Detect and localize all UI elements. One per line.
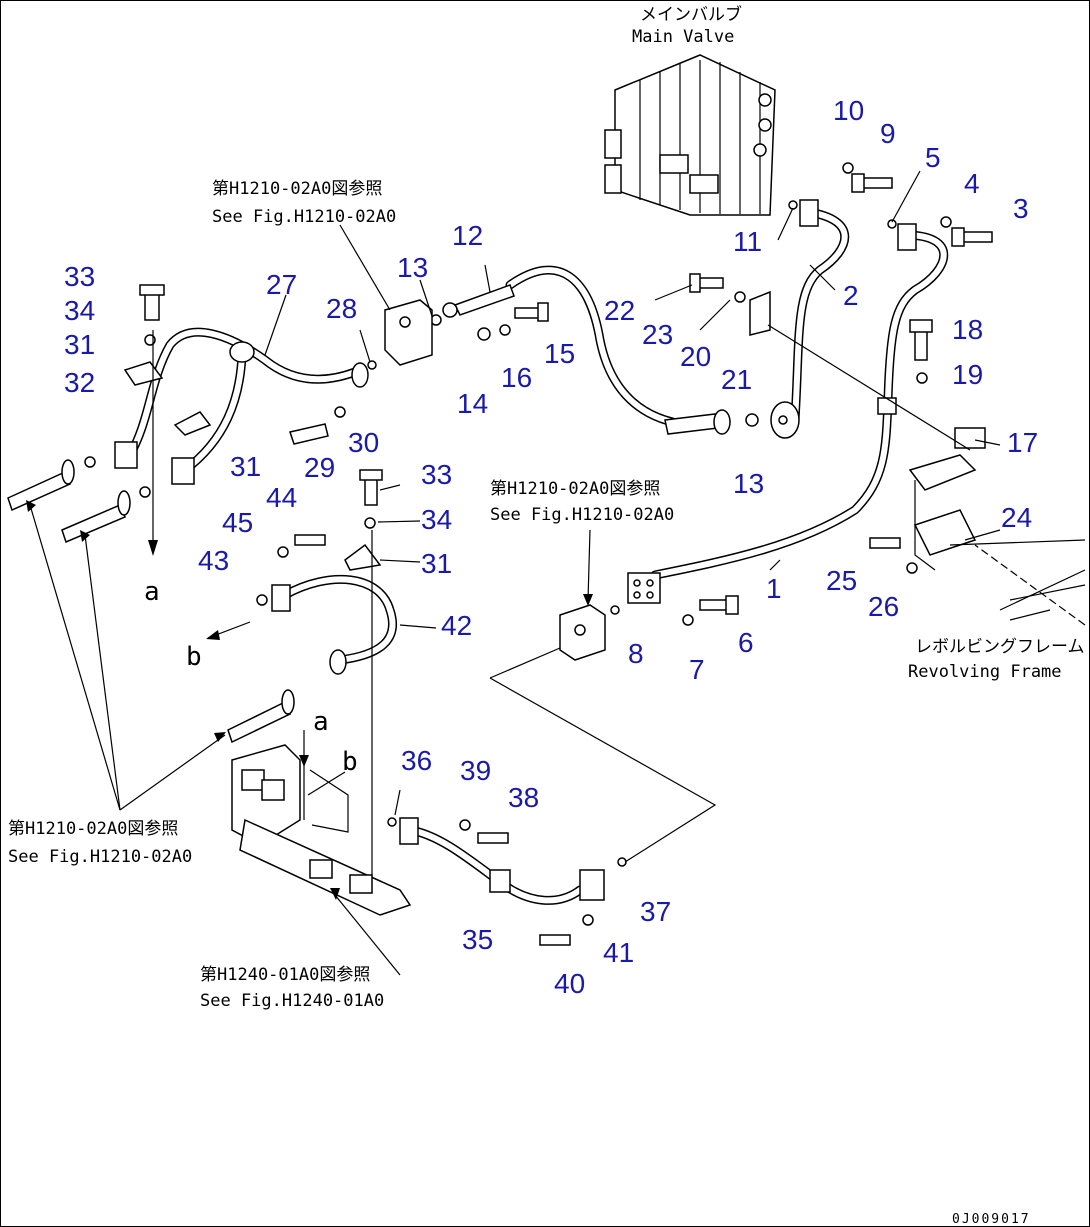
callout-40: 40 bbox=[554, 968, 585, 999]
ref-left-jp: 第H1210-02A0図参照 bbox=[8, 819, 178, 839]
hose-2 bbox=[770, 199, 850, 439]
callout-19: 19 bbox=[952, 359, 983, 390]
mark-a-left: a bbox=[144, 577, 160, 607]
callout-38: 38 bbox=[508, 782, 539, 813]
callout-13-right: 13 bbox=[733, 468, 764, 499]
callout-33-right: 33 bbox=[421, 459, 452, 490]
mark-b-bottom: b bbox=[342, 747, 358, 777]
callout-12: 12 bbox=[452, 220, 483, 251]
callout-numbers: 1 2 3 4 5 6 7 8 9 10 11 12 13 13 14 15 1… bbox=[64, 95, 1038, 999]
callout-23: 23 bbox=[642, 319, 673, 350]
callout-22: 22 bbox=[604, 295, 635, 326]
block-28 bbox=[367, 299, 433, 370]
callout-14: 14 bbox=[457, 388, 488, 419]
callout-39: 39 bbox=[460, 755, 491, 786]
ref-bottom-en: See Fig.H1240-01A0 bbox=[200, 991, 384, 1011]
callout-11: 11 bbox=[733, 226, 762, 257]
ref-mid-jp: 第H1210-02A0図参照 bbox=[490, 479, 660, 499]
frame-label-jp: レボルビングフレーム bbox=[915, 637, 1085, 657]
callout-41: 41 bbox=[603, 937, 634, 968]
callout-1: 1 bbox=[766, 573, 782, 604]
callout-8: 8 bbox=[628, 638, 644, 669]
hose-12 bbox=[430, 265, 759, 435]
callout-4: 4 bbox=[964, 168, 980, 199]
ref-left-en: See Fig.H1210-02A0 bbox=[8, 847, 192, 867]
main-valve bbox=[604, 54, 776, 216]
callout-13-top: 13 bbox=[397, 252, 428, 283]
leader-lines bbox=[26, 170, 1001, 976]
callout-31-mid: 31 bbox=[230, 451, 261, 482]
callout-37: 37 bbox=[640, 896, 671, 927]
callout-31-left: 31 bbox=[64, 329, 95, 360]
callout-32: 32 bbox=[64, 367, 95, 398]
callout-30: 30 bbox=[348, 427, 379, 458]
callout-26: 26 bbox=[868, 591, 899, 622]
callout-18: 18 bbox=[952, 314, 983, 345]
callout-44: 44 bbox=[266, 482, 297, 513]
drawing-code: 0J009017 bbox=[952, 1212, 1031, 1227]
mark-a-bottom: a bbox=[313, 707, 329, 737]
pipe-42 bbox=[227, 469, 397, 880]
main-valve-jp: メインバルブ bbox=[640, 4, 742, 25]
callout-6: 6 bbox=[738, 627, 754, 658]
arrow-b bbox=[206, 621, 251, 640]
callout-15: 15 bbox=[544, 338, 575, 369]
callout-28: 28 bbox=[326, 293, 357, 324]
callout-5: 5 bbox=[925, 142, 941, 173]
callout-29: 29 bbox=[304, 452, 335, 483]
callout-34-right: 34 bbox=[421, 504, 452, 535]
callout-36: 36 bbox=[401, 745, 432, 776]
hose-1 bbox=[627, 223, 949, 604]
callout-2: 2 bbox=[843, 280, 859, 311]
callout-25: 25 bbox=[826, 565, 857, 596]
callout-9: 9 bbox=[880, 118, 896, 149]
callout-34-left: 34 bbox=[64, 295, 95, 326]
frame-label-en: Revolving Frame bbox=[908, 662, 1062, 682]
callout-24: 24 bbox=[1001, 502, 1032, 533]
callout-43: 43 bbox=[198, 545, 229, 576]
solenoid-block bbox=[231, 730, 412, 916]
callout-42: 42 bbox=[441, 610, 472, 641]
pipe-27 bbox=[114, 284, 369, 485]
callout-17: 17 bbox=[1007, 427, 1038, 458]
callout-20: 20 bbox=[680, 341, 711, 372]
revolving-frame bbox=[914, 480, 1086, 626]
callout-7: 7 bbox=[689, 654, 705, 685]
callout-10: 10 bbox=[833, 95, 864, 126]
pipe-35 bbox=[387, 817, 627, 946]
ref-mid-en: See Fig.H1210-02A0 bbox=[490, 505, 674, 525]
callout-35: 35 bbox=[462, 924, 493, 955]
mark-b-left: b bbox=[186, 642, 202, 672]
ref-top-jp: 第H1210-02A0図参照 bbox=[212, 179, 382, 199]
callout-45: 45 bbox=[222, 507, 253, 538]
callout-31-right: 31 bbox=[421, 548, 452, 579]
callout-27: 27 bbox=[266, 269, 297, 300]
callout-33-left: 33 bbox=[64, 261, 95, 292]
ref-bottom-jp: 第H1240-01A0図参照 bbox=[200, 965, 370, 985]
main-valve-en: Main Valve bbox=[632, 27, 734, 47]
callout-16: 16 bbox=[501, 362, 532, 393]
link-lines bbox=[309, 647, 717, 863]
block-8 bbox=[559, 529, 620, 661]
left-rods bbox=[7, 330, 158, 556]
hardware-right bbox=[682, 162, 993, 626]
callout-3: 3 bbox=[1013, 193, 1029, 224]
ref-top-en: See Fig.H1210-02A0 bbox=[212, 207, 396, 227]
callout-21: 21 bbox=[721, 364, 752, 395]
